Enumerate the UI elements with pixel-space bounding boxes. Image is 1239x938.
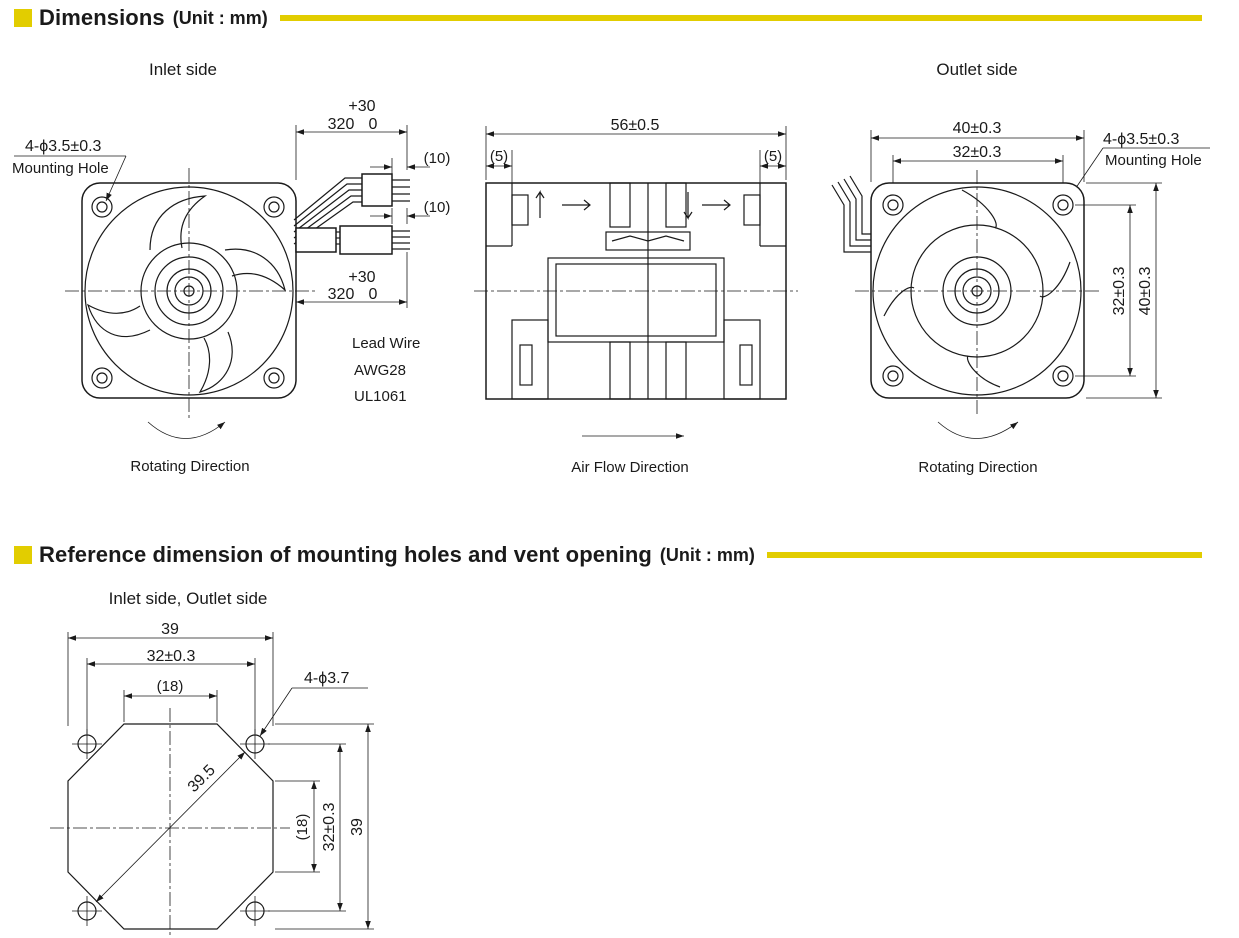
section-marker (14, 9, 32, 27)
inlet-upper-wire-sleeve (361, 173, 393, 207)
side-motor-housing (547, 257, 725, 343)
side-depth-value: 56±0.5 (611, 117, 660, 134)
dimensions-header: Dimensions (Unit : mm) (14, 5, 1202, 31)
inlet-view: Inlet side 4-ϕ3.5±0.3 Mounting Hole (12, 60, 450, 475)
inlet-strip-length-1: (10) (424, 150, 451, 167)
side-slot (519, 344, 533, 386)
ref-hole-spec: 4-ϕ3.7 (304, 670, 350, 687)
side-connector (605, 231, 691, 251)
inlet-wire-minus-upper: 0 (369, 116, 378, 133)
side-offset-right: (5) (764, 148, 782, 165)
side-connector-wire (611, 235, 685, 242)
outlet-hole-spec: 4-ϕ3.5±0.3 (1103, 131, 1180, 148)
inlet-hole-spec: 4-ϕ3.5±0.3 (25, 138, 102, 155)
vertical-flow-glyph (683, 192, 693, 220)
ref-diagonal-value: 39.5 (185, 762, 219, 796)
inlet-lead-wires (293, 173, 410, 255)
side-view: 56±0.5 (5) (5) (474, 117, 798, 476)
flow-glyph (702, 199, 731, 211)
ref-mounting-holes (72, 729, 270, 926)
outlet-rotation-label: Rotating Direction (918, 459, 1037, 476)
outlet-hole-label: Mounting Hole (1105, 152, 1202, 169)
section-marker (14, 546, 32, 564)
side-upper-block (609, 182, 631, 228)
section-rule (766, 552, 1202, 558)
side-lower-post (665, 341, 687, 400)
inlet-hole-label: Mounting Hole (12, 160, 109, 177)
outlet-view-label: Outlet side (936, 60, 1017, 79)
side-lower-post (609, 341, 631, 400)
dimensions-title: Dimensions (39, 5, 165, 30)
side-rib (743, 194, 761, 226)
side-offset-left: (5) (490, 148, 508, 165)
outlet-fan-frame (870, 182, 1085, 399)
lead-wire-standard: UL1061 (354, 388, 407, 405)
outlet-view: Outlet side 40±0.3 32±0.3 4-ϕ3.5±0.3 Mou… (831, 60, 1210, 476)
side-motor-core (555, 263, 717, 337)
inlet-fan-blades (86, 195, 287, 393)
inlet-wire-strain-relief (295, 227, 337, 253)
ref-hole-pitch-h: 32±0.3 (147, 648, 196, 665)
inlet-wire-minus-lower: 0 (369, 286, 378, 303)
ref-width-value: 39 (161, 621, 179, 638)
inlet-hole-leader (105, 155, 127, 202)
outlet-hole-pitch-v: 32±0.3 (1111, 266, 1128, 315)
ref-hole-pitch-v: 32±0.3 (321, 802, 338, 851)
inlet-rotation-arrow (147, 421, 226, 439)
side-lower-block (511, 319, 549, 400)
side-lower-block (723, 319, 761, 400)
inlet-wire-nominal-upper: 320 (328, 116, 355, 133)
ref-vent-opening (67, 723, 274, 930)
reference-header: Reference dimension of mounting holes an… (14, 542, 1202, 568)
airflow-label: Air Flow Direction (571, 459, 689, 476)
side-slot (739, 344, 753, 386)
ref-height-value: 39 (349, 818, 366, 836)
inlet-strip-length-2: (10) (424, 199, 451, 216)
dimensions-unit: (Unit : mm) (172, 7, 268, 28)
outlet-rotation-arrow (937, 421, 1019, 439)
side-upper-block (665, 182, 687, 228)
side-rib (511, 194, 529, 226)
ref-diagonal-dim (95, 751, 246, 903)
inlet-wire-tol-upper: +30 (348, 98, 375, 115)
ref-hole-leader (259, 687, 293, 737)
flow-glyph (562, 199, 591, 211)
vertical-flow-glyph (535, 190, 545, 218)
outlet-hole-pitch-h: 32±0.3 (953, 144, 1002, 161)
outlet-width-value: 40±0.3 (953, 120, 1002, 137)
outlet-mounting-holes (882, 194, 1074, 387)
reference-title: Reference dimension of mounting holes an… (39, 542, 652, 567)
ref-vent-flat-v: (18) (294, 814, 311, 841)
inlet-wire-nominal-lower: 320 (328, 286, 355, 303)
reference-view-label: Inlet side, Outlet side (109, 589, 268, 608)
outlet-height-value: 40±0.3 (1137, 266, 1154, 315)
reference-unit: (Unit : mm) (659, 544, 755, 565)
lead-wire-label: Lead Wire (352, 335, 420, 352)
inlet-wire-tol-lower: +30 (348, 269, 375, 286)
reference-view: Inlet side, Outlet side 39 32±0.3 (18) (50, 589, 374, 938)
inlet-mounting-holes (91, 196, 285, 389)
inlet-lower-wire-sleeve (339, 225, 393, 255)
ref-vent-flat-h: (18) (157, 678, 184, 695)
section-rule (279, 15, 1202, 21)
inlet-rotation-label: Rotating Direction (130, 458, 249, 475)
lead-wire-gauge: AWG28 (354, 362, 406, 379)
inlet-view-label: Inlet side (149, 60, 217, 79)
